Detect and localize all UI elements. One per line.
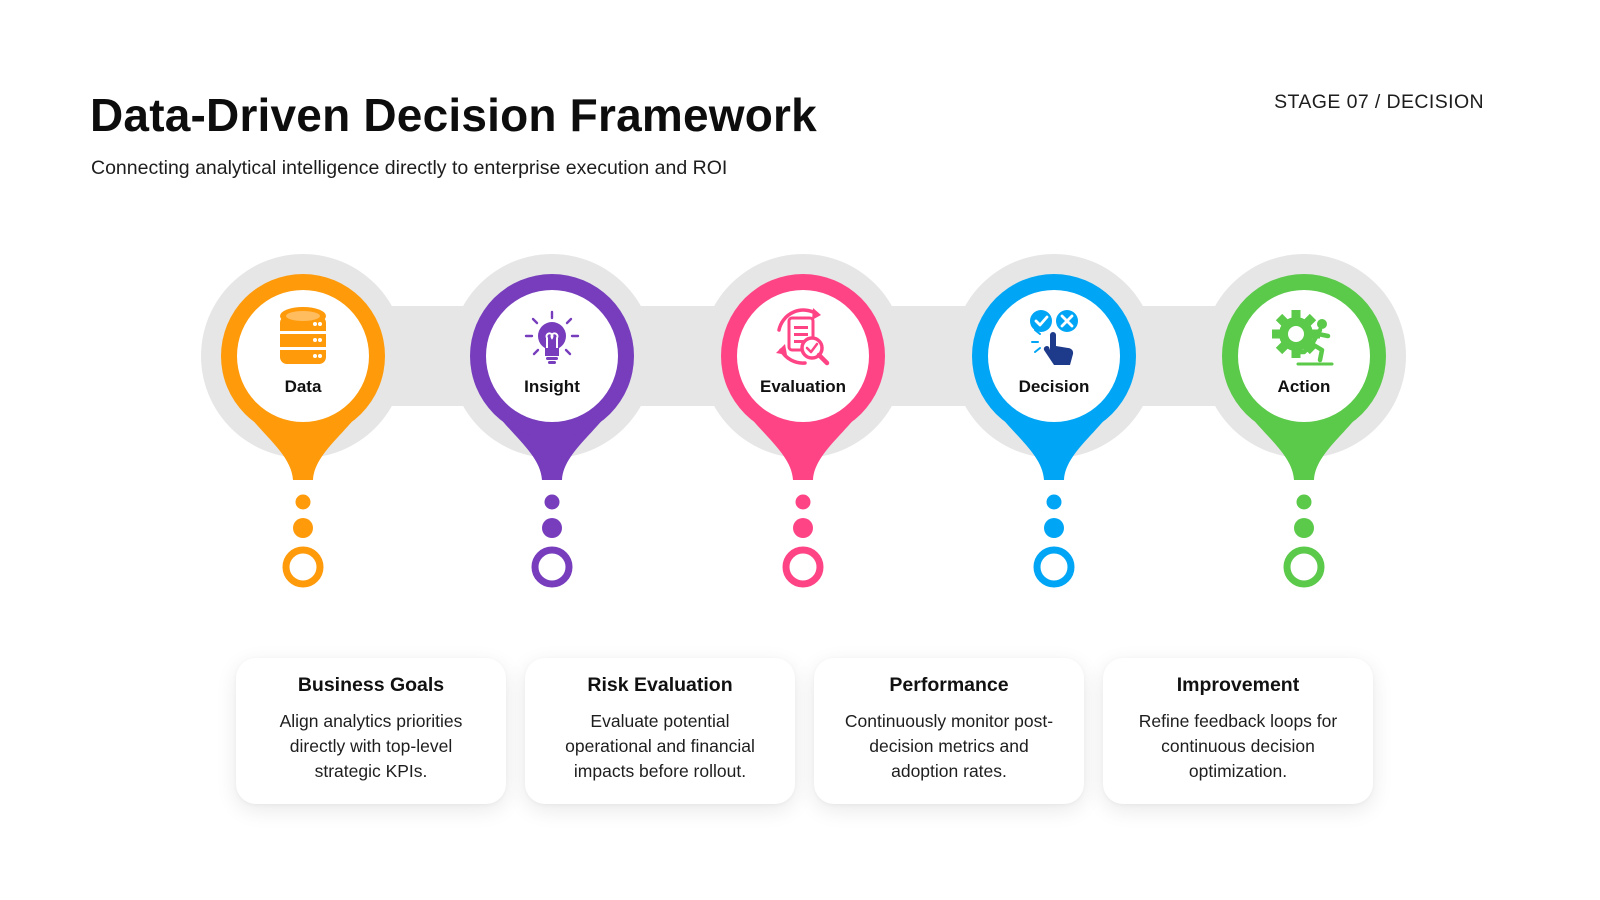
stage-label: Evaluation bbox=[760, 377, 846, 396]
process-diagram: Data Insight Evaluation Decision Action bbox=[201, 254, 1406, 588]
pin-dot-medium bbox=[293, 518, 313, 538]
gear-hole bbox=[1288, 326, 1304, 342]
document-line bbox=[794, 333, 808, 336]
card-title: Improvement bbox=[1176, 674, 1300, 696]
database-top-shine bbox=[286, 311, 320, 321]
stage-label: Action bbox=[1278, 377, 1331, 396]
database-led bbox=[313, 338, 317, 342]
database-icon bbox=[280, 307, 326, 364]
database-led bbox=[313, 354, 317, 358]
pin-dot-medium bbox=[1294, 518, 1314, 538]
database-divider bbox=[280, 331, 326, 334]
stage-pin-evaluation: Evaluation bbox=[721, 274, 885, 588]
bulb-base bbox=[548, 361, 556, 364]
document-line bbox=[794, 340, 808, 343]
lightbulb-icon bbox=[524, 310, 580, 364]
gear-runner-icon bbox=[1272, 310, 1334, 366]
database-top bbox=[280, 307, 326, 325]
card-performance: Performance Continuously monitor post-de… bbox=[814, 658, 1084, 804]
bulb-base bbox=[546, 357, 558, 360]
pins: Data Insight Evaluation Decision Action bbox=[221, 274, 1386, 588]
check-mark bbox=[1034, 315, 1049, 327]
card-text: Continuously monitor post-decision metri… bbox=[844, 711, 1054, 781]
pointing-hand bbox=[1043, 332, 1074, 365]
check-badge bbox=[1030, 310, 1052, 332]
database-led bbox=[313, 322, 317, 326]
hand-check-cross-icon bbox=[1030, 310, 1078, 365]
pin-face bbox=[737, 290, 869, 422]
pin-dot-small bbox=[795, 494, 811, 510]
cross-mark bbox=[1060, 314, 1074, 328]
card-text: Evaluate potential operational and finan… bbox=[565, 711, 755, 781]
pin-ring-marker bbox=[1033, 546, 1075, 588]
card-text: Align analytics priorities directly with… bbox=[279, 711, 463, 781]
bulb-ray bbox=[565, 317, 573, 325]
pin-dot-small bbox=[1046, 494, 1062, 510]
card-improvement: Improvement Refine feedback loops for co… bbox=[1103, 658, 1373, 804]
document-review-icon bbox=[776, 308, 830, 366]
card-business-goals: Business Goals Align analytics prioritie… bbox=[236, 658, 506, 804]
runner-body bbox=[1293, 327, 1331, 363]
pin-dot-small bbox=[544, 494, 560, 510]
pin-dot-medium bbox=[1044, 518, 1064, 538]
stage-pin-data: Data bbox=[221, 274, 385, 588]
pin-ring-marker bbox=[531, 546, 573, 588]
pin-dot-medium bbox=[542, 518, 562, 538]
magnifier-check bbox=[805, 342, 819, 354]
stage-pin-decision: Decision bbox=[972, 274, 1136, 588]
page-title: Data-Driven Decision Framework bbox=[90, 89, 817, 141]
cycle-arrowhead bbox=[812, 308, 821, 320]
stage-pin-insight: Insight bbox=[470, 274, 634, 588]
database-led bbox=[318, 322, 322, 326]
bulb-filament bbox=[545, 332, 559, 348]
pin-dot-small bbox=[295, 494, 311, 510]
card-risk-evaluation: Risk Evaluation Evaluate potential opera… bbox=[525, 658, 795, 804]
document-line bbox=[794, 326, 808, 329]
runner-head bbox=[1317, 319, 1327, 329]
card-title: Performance bbox=[889, 674, 1009, 696]
pin-dot-small bbox=[1296, 494, 1312, 510]
magnifier-handle bbox=[816, 352, 830, 366]
pin-ring-marker bbox=[282, 546, 324, 588]
bulb-neck bbox=[545, 348, 559, 356]
stage-label: Data bbox=[285, 377, 322, 396]
database-led bbox=[318, 338, 322, 342]
pin-dot-medium bbox=[793, 518, 813, 538]
page-subtitle: Connecting analytical intelligence direc… bbox=[91, 157, 728, 179]
database-body bbox=[280, 316, 326, 364]
card-title: Business Goals bbox=[297, 674, 445, 696]
cycle-arrow bbox=[777, 308, 819, 332]
gear-tooth bbox=[1291, 310, 1301, 321]
bulb-ray bbox=[532, 348, 540, 356]
bulb-ray bbox=[564, 348, 572, 356]
bulb-ray bbox=[531, 317, 539, 325]
stage-pin-action: Action bbox=[1222, 274, 1386, 588]
pin-ring-marker bbox=[1283, 546, 1325, 588]
pin-ring-marker bbox=[782, 546, 824, 588]
card-title: Risk Evaluation bbox=[587, 674, 733, 696]
card-text: Refine feedback loops for continuous dec… bbox=[1138, 711, 1338, 781]
database-led bbox=[318, 354, 322, 358]
stage-label: Decision bbox=[1019, 377, 1090, 396]
stage-indicator: STAGE 07 / DECISION bbox=[1274, 91, 1484, 113]
stage-label: Insight bbox=[524, 377, 580, 396]
tap-lines bbox=[1031, 329, 1041, 353]
pin-face bbox=[1238, 290, 1370, 422]
database-divider bbox=[280, 347, 326, 350]
cycle-arrowhead bbox=[776, 344, 787, 355]
